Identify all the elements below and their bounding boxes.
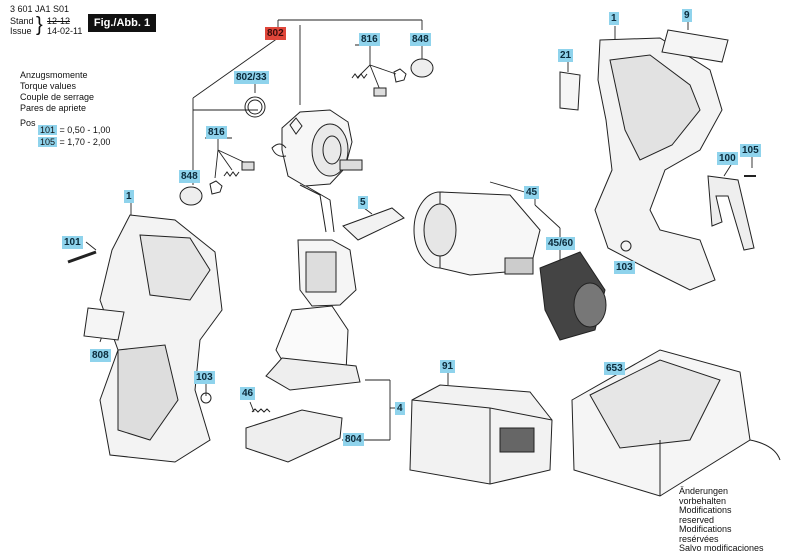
part-tag-45-60: 45/60	[546, 237, 576, 250]
front-cap	[539, 251, 607, 341]
legend-pos-label: Pos	[20, 118, 36, 128]
part-tag-808: 808	[90, 349, 111, 362]
brush-cap	[410, 58, 434, 78]
notice-line-es: Salvo modificaciones	[679, 543, 764, 553]
label-plate	[661, 29, 729, 63]
legend-line-de: Anzugsmomente	[20, 70, 88, 80]
stand-label: Stand	[10, 16, 34, 26]
part-tag-103-left: 103	[194, 371, 215, 384]
o-ring	[244, 96, 266, 118]
nameplate	[559, 71, 581, 111]
part-tag-848-left: 848	[179, 170, 200, 183]
brush-cap	[179, 186, 203, 206]
doc-number: 3 601 JA1 S01	[10, 4, 70, 14]
leader-lines	[85, 19, 753, 441]
part-tag-1-left: 1	[124, 190, 134, 203]
belt-clip	[707, 175, 755, 251]
part-tag-101: 101	[62, 236, 83, 249]
part-tag-103-right: 103	[614, 261, 635, 274]
part-tag-848-top: 848	[410, 33, 431, 46]
brush-set-left	[209, 161, 255, 195]
part-tag-816-left: 816	[206, 126, 227, 139]
issue-label: Issue	[10, 26, 32, 36]
torque-row: 105 = 1,70 - 2,00	[38, 136, 110, 148]
modification-notice: Änderungen vorbehalten Modifications res…	[679, 486, 769, 554]
contact-plate	[245, 409, 343, 463]
legend-line-es: Pares de apriete	[20, 103, 87, 113]
housing-half-left	[99, 214, 223, 463]
nut	[200, 392, 212, 404]
legend-line-fr: Couple de serrage	[20, 92, 95, 102]
part-tag-653: 653	[604, 362, 625, 375]
part-tag-802: 802	[265, 27, 286, 40]
torque-row: 101 = 0,50 - 1,00	[38, 124, 110, 136]
torque-row-pos: 101	[38, 125, 58, 135]
brush-set-top	[351, 68, 407, 97]
notice-line-en: Modifications reserved	[679, 505, 732, 525]
torque-legend: Anzugsmomente Torque values Couple de se…	[20, 70, 94, 129]
notice-line-fr: Modifications resérvées	[679, 524, 732, 544]
exploded-parts-drawing	[67, 19, 781, 497]
torque-row-value: = 1,70 - 2,00	[59, 137, 111, 147]
part-tag-816-top: 816	[359, 33, 380, 46]
battery-pack	[409, 384, 553, 485]
old-date: 12-12	[47, 16, 71, 26]
torque-row-value: = 0,50 - 1,00	[59, 125, 111, 135]
switch-module	[265, 239, 361, 391]
housing-screw	[67, 250, 97, 264]
legend-line-en: Torque values	[20, 81, 77, 91]
part-tag-45: 45	[524, 186, 540, 199]
part-tag-9: 9	[682, 9, 692, 22]
switch-plate	[342, 207, 405, 241]
part-tag-802-33: 802/33	[234, 71, 269, 84]
housing-half-right	[594, 37, 723, 291]
torque-row-pos: 105	[38, 137, 58, 147]
part-tag-21: 21	[558, 49, 574, 62]
brace-symbol: }	[36, 14, 43, 36]
part-tag-5: 5	[358, 196, 368, 209]
figure-label: Fig./Abb. 1	[88, 14, 156, 32]
motor-assembly	[271, 109, 363, 233]
part-tag-804: 804	[343, 433, 364, 446]
battery-charger	[571, 349, 781, 497]
part-tag-100: 100	[717, 152, 738, 165]
hammer-housing	[413, 191, 541, 276]
notice-line-de: Änderungen vorbehalten	[679, 486, 729, 506]
contact-spring	[251, 408, 271, 413]
part-tag-105: 105	[740, 144, 761, 157]
warning-label	[83, 307, 125, 341]
part-tag-4: 4	[395, 402, 405, 415]
part-tag-91: 91	[440, 360, 456, 373]
part-tag-46: 46	[240, 387, 256, 400]
part-tag-1-right: 1	[609, 12, 619, 25]
new-date: 14-02-11	[47, 26, 83, 36]
